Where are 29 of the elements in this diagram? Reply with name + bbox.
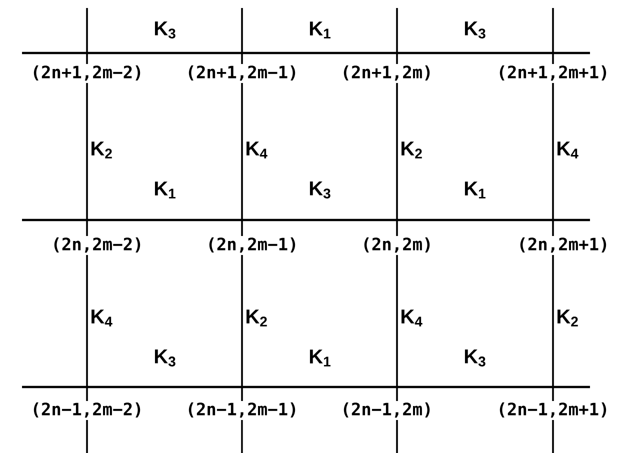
coordinate-label: (2n,2m) [364, 237, 430, 253]
k-label: K$_{1}$ [464, 182, 486, 198]
k-label: K$_{1}$ [154, 182, 176, 198]
k-label: K$_{1}$ [310, 350, 330, 366]
k-label: K$_{4}$ [402, 310, 422, 326]
k-label: K$_{4}$ [246, 142, 268, 158]
coordinate-label: (2n,2m−1) [209, 237, 296, 253]
k-label: K$_{1}$ [310, 22, 330, 38]
coordinate-label: (2n−1,2m) [344, 402, 430, 418]
k-label: K$_{3}$ [464, 349, 486, 366]
k-label: K$_{3}$ [154, 349, 176, 366]
k-label: K$_{3}$ [154, 22, 176, 39]
k-label: K$_{2}$ [92, 142, 112, 158]
coordinate-label: (2n,2m−2) [54, 237, 140, 253]
coordinate-label: (2n−1,2m−1) [188, 402, 296, 418]
coordinate-label: (2n+1,2m) [344, 65, 430, 81]
k-label: K$_{4}$ [92, 310, 112, 326]
k-label: K$_{4}$ [558, 142, 578, 158]
k-label: K$_{2}$ [246, 310, 267, 326]
coordinate-label: (2n−1,2m−2) [34, 402, 140, 418]
k-label: K$_{2}$ [402, 142, 422, 158]
coordinate-label: (2n−1,2m+1) [500, 402, 606, 418]
coordinate-label: (2n+1,2m−1) [188, 65, 296, 81]
coordinate-label: (2n+1,2m+1) [500, 65, 606, 81]
k-label: K$_{2}$ [558, 310, 578, 326]
coordinate-label: (2n,2m+1) [520, 237, 606, 253]
k-label: K$_{3}$ [464, 22, 486, 39]
coordinate-label: (2n+1,2m−2) [34, 65, 140, 81]
k-label: K$_{3}$ [310, 182, 330, 198]
